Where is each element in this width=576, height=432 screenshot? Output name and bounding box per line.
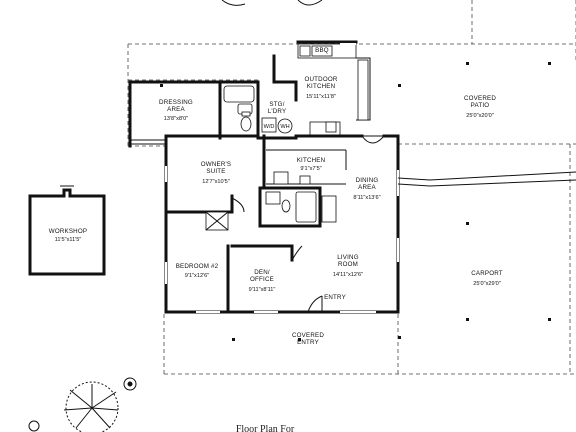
caption: Floor Plan For (236, 424, 295, 432)
house-walls (164, 134, 400, 314)
workshop-dims: 11'5"x11'5" (55, 237, 82, 243)
outdoor-kitchen (296, 40, 371, 137)
flower-icon (28, 377, 137, 432)
kitchen-dims: 9'1"x7'5" (300, 166, 321, 172)
workshop (28, 185, 106, 276)
dining-area-dims: 8'11"x13'6" (353, 195, 380, 201)
covered-patio-dims: 25'0"x20'0" (466, 113, 494, 119)
windows (165, 43, 399, 313)
top-arc-right (297, 0, 323, 6)
carport-name: CARPORT (471, 270, 503, 277)
owners-suite-dims: 12'7"x10'5" (202, 179, 230, 185)
stg-ldry-walls (256, 54, 298, 140)
washer-dryer-label: W/D (264, 124, 275, 130)
bbq-label: BBQ (315, 47, 329, 54)
carport-edge (397, 171, 576, 181)
workshop-name: WORKSHOP (49, 228, 87, 235)
bath-upper (218, 80, 260, 140)
den-office-dims: 9'11"x8'11" (249, 287, 276, 293)
living-room-dims: 14'11"x12'6" (333, 272, 363, 278)
den-office-name: DEN/OFFICE (250, 269, 274, 283)
bath-fixtures (205, 171, 337, 231)
top-arc-left (221, 0, 246, 6)
outdoor-kitchen-dims: 15'11"x11'8" (306, 94, 336, 100)
dressing-area-dims: 13'8"x8'0" (164, 116, 188, 122)
bedroom-2-name: BEDROOM #2 (176, 263, 219, 270)
carport-dims: 25'0"x29'0" (473, 281, 501, 287)
kitchen-name: KITCHEN (297, 157, 326, 164)
bedroom-2-dims: 9'1"x12'6" (185, 273, 209, 279)
entry-label: ENTRY (324, 294, 346, 301)
carport-edge-2 (397, 179, 576, 187)
tree-icon (63, 381, 119, 432)
stg-ldry-name: STG/L'DRY (268, 101, 287, 115)
carport-posts (160, 62, 551, 341)
water-heater-label: WH (280, 124, 289, 130)
dressing-area-walls (128, 80, 222, 148)
